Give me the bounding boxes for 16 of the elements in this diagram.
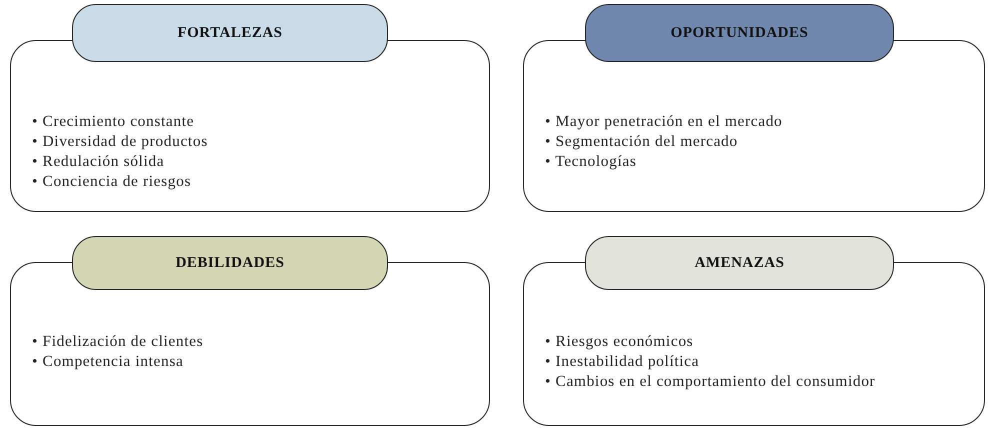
bullet-item: • Mayor penetración en el mercado: [545, 112, 784, 132]
bullet-item: • Diversidad de productos: [32, 132, 209, 152]
heading-tab: OPORTUNIDADES: [585, 4, 894, 62]
bullet-item: • Fidelización de clientes: [32, 332, 204, 352]
bullet-item: • Riesgos económicos: [545, 332, 694, 352]
heading-tab: AMENAZAS: [585, 236, 894, 290]
bullet-item: • Tecnologías: [545, 152, 638, 172]
bullet-item: • Cambios en el comportamiento del consumidor: [545, 372, 876, 392]
heading-tab: FORTALEZAS: [72, 4, 388, 62]
bullet-item: • Conciencia de riesgos: [32, 172, 192, 192]
bullet-item: • Segmentación del mercado: [545, 132, 739, 152]
bullet-item: • Crecimiento constante: [32, 112, 196, 132]
bullet-item: • Inestabilidad política: [545, 352, 700, 372]
bullet-item: • Competencia intensa: [32, 352, 184, 372]
bullet-item: • Redulación sólida: [32, 152, 166, 172]
heading-tab: DEBILIDADES: [72, 236, 388, 290]
